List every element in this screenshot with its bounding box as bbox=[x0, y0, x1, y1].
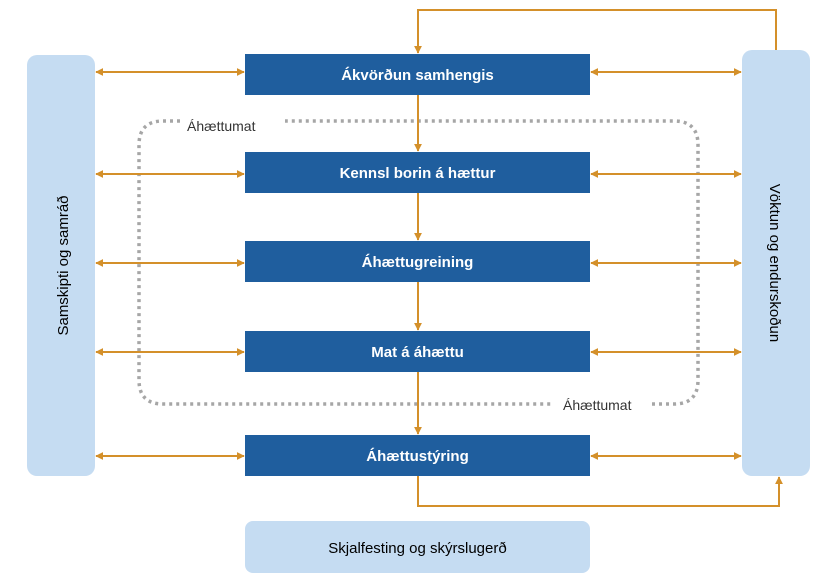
risk-assessment-label-bottom: Áhættumat bbox=[563, 397, 632, 413]
step-box-analysis bbox=[245, 241, 590, 282]
step-label-treatment: Áhættustýring bbox=[366, 448, 469, 465]
step-label-identification: Kennsl borin á hættur bbox=[340, 165, 496, 182]
monitoring-panel bbox=[742, 50, 810, 476]
monitoring-label: Vöktun og endurskoðun bbox=[766, 184, 783, 342]
step-box-evaluation bbox=[245, 331, 590, 372]
feedback-loop-top bbox=[414, 9, 777, 54]
step-box-identification bbox=[245, 152, 590, 193]
communication-panel bbox=[27, 55, 95, 476]
documentation-label: Skjalfesting og skýrslugerð bbox=[328, 540, 506, 557]
step-label-evaluation: Mat á áhættu bbox=[371, 344, 464, 361]
feedback-loop-bottom bbox=[417, 476, 783, 507]
documentation-panel bbox=[245, 521, 590, 573]
risk-assessment-label-top: Áhættumat bbox=[187, 118, 256, 134]
step-label-analysis: Áhættugreining bbox=[362, 254, 474, 271]
step-box-context bbox=[245, 54, 590, 95]
risk-assessment-outline bbox=[137, 119, 700, 406]
step-box-treatment bbox=[245, 435, 590, 476]
communication-label: Samskipti og samráð bbox=[55, 195, 72, 335]
step-label-context: Ákvörðun samhengis bbox=[341, 67, 494, 84]
